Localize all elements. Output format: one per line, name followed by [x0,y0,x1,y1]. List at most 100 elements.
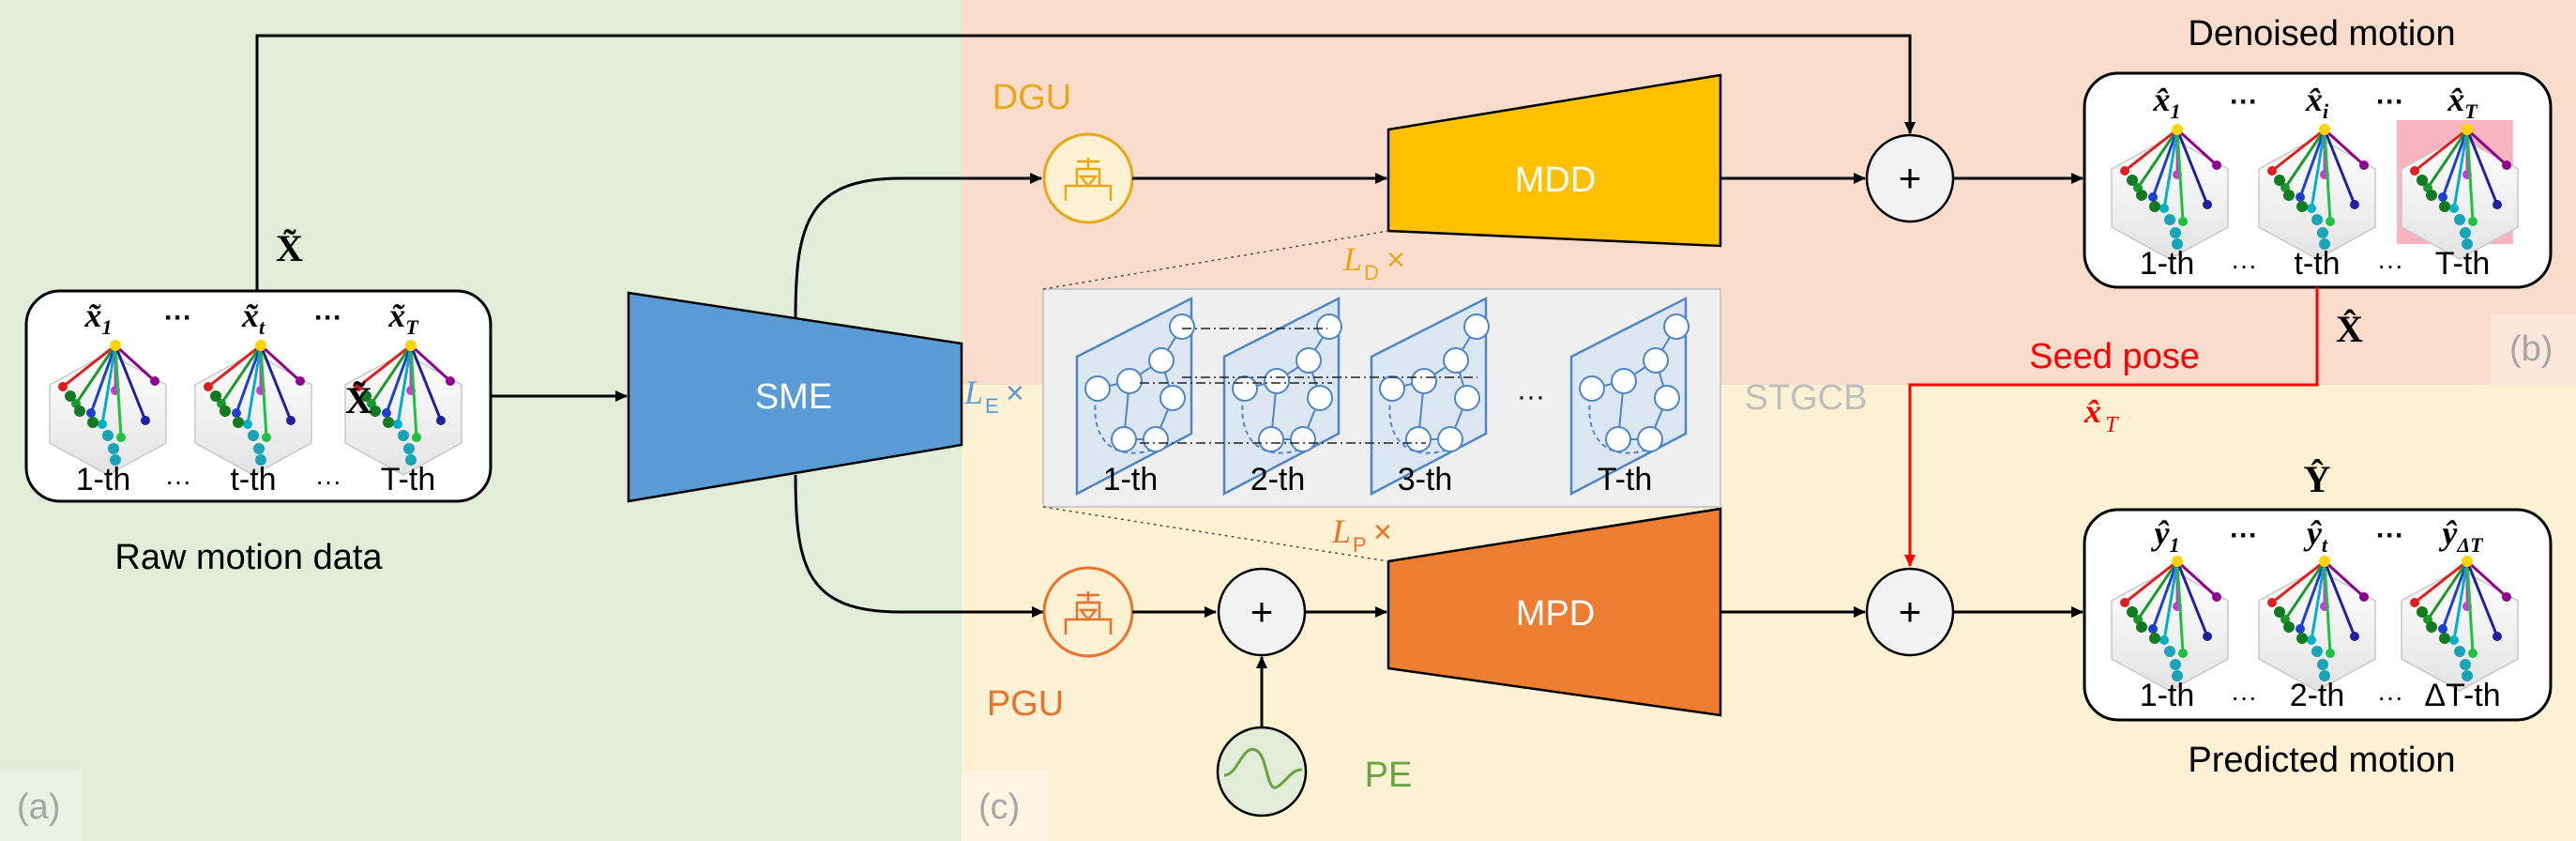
stgcb-node [1169,313,1195,340]
skeleton-bone [2175,129,2209,206]
skeleton-bone [2441,129,2469,198]
skeleton-bone [2151,129,2179,198]
skeleton-bone [2283,560,2326,620]
denoised-frame-label-0: 1-th [2140,246,2195,282]
raw-skeleton-2 [194,340,312,476]
skeleton-bone [74,344,117,405]
skeleton-joint [2410,598,2419,607]
skeleton-joint [2311,646,2323,657]
skeleton-joint [2462,238,2473,250]
stgcb-node [1463,313,1490,340]
sme-label: SME [755,377,832,417]
svg-text:P: P [1353,533,1367,557]
skeleton-joint [2307,635,2316,645]
stgcb-node [1148,347,1174,374]
skeleton-joint [2164,214,2175,225]
skeleton-bone [2162,129,2179,209]
sme-to-dgu-curve [794,173,1042,320]
skeleton-joint [2212,592,2221,602]
skeleton-joint [141,416,150,425]
skeleton-bone [2452,560,2469,641]
skeleton-root-joint [405,340,417,351]
skeleton-bone [259,344,293,421]
x-hat-label: X̂ [2336,308,2363,350]
skeleton-joint [2159,635,2169,645]
skeleton-joint [2178,217,2188,226]
stgcb-node [1411,368,1437,394]
stgcb-dashed-edge [1388,388,1451,454]
skeleton-joint [2438,192,2447,202]
skeleton-bone [2310,560,2326,641]
skeleton-joint [86,408,96,418]
svg-text:D: D [1364,261,1379,284]
skeleton-root-joint [2319,556,2330,567]
skeleton-joint [2317,227,2328,238]
pe-plus-symbol: + [1250,589,1274,634]
skeleton-bone [114,344,147,421]
skeleton-joint [436,416,446,425]
skeleton-joint [243,420,252,429]
skeleton-joint [2120,166,2129,176]
skeleton-root-joint [2172,124,2183,135]
skeleton-joint [2170,659,2181,670]
skeleton-joint [2283,621,2295,633]
predicted-skeleton-1 [2111,556,2229,692]
skeleton-bone [2426,129,2469,189]
ld-multiplier: L D × [1342,240,1405,284]
denoised-frame-subscript-4: T [2464,99,2478,123]
skeleton-joint [108,443,119,454]
lp-multiplier: L P × [1331,512,1392,557]
region-b-tag: (b) [2509,329,2553,369]
skeleton-joint [2493,200,2502,209]
skeleton-joint [150,376,159,386]
raw-frame-label-1: ··· [165,466,191,496]
skeleton-bone [396,344,413,425]
skeleton-root-joint [110,340,121,351]
skeleton-joint [354,382,363,391]
skeleton-joint [2359,161,2369,170]
skeleton-joint [2178,649,2188,658]
skeleton-joint [2319,238,2330,250]
skeleton-joint [405,454,417,466]
predicted-frame-label-4: ΔT-th [2424,678,2500,713]
skeleton-bone [2414,128,2468,173]
stgcb-node [1316,313,1342,340]
skeleton-joint [2326,217,2335,226]
skeleton-bone [2136,560,2179,620]
skeleton-joint [2148,192,2158,202]
denoised-frame-subscript-2: i [2323,99,2329,123]
pgu-gate-icon [1064,591,1113,635]
skeleton-joint [2283,190,2295,201]
skeleton-joint [2148,624,2158,634]
skeleton-joint [2417,606,2428,618]
denoised-frame-label-3: ··· [2377,251,2403,280]
skeleton-bone [2162,560,2179,641]
skeleton-bone [409,344,418,438]
predicted-frame-subscript-2: t [2322,533,2328,557]
predicted-frame-label-3: ··· [2377,682,2403,711]
sme-to-pgu-curve [794,474,1044,618]
stgcb-guide-top [1042,230,1389,290]
stgcb-graph-0 [1075,296,1195,497]
skeleton-bone [2323,559,2366,599]
skeleton-bone [100,344,117,425]
dgu-label: DGU [993,78,1071,117]
skeleton-joint [2502,592,2511,602]
skeleton-joint [204,382,213,391]
skeleton-joint [2267,598,2277,607]
skeleton-joint [2359,592,2369,602]
denoised-frame-subscript-0: 1 [2171,99,2181,123]
region-a-tag: (a) [17,787,60,827]
stgcb-node [1379,375,1405,402]
stgcb-node [1405,426,1432,452]
stgcb-ellipsis: ··· [1517,381,1545,412]
stgcb-dashed-edge [1094,388,1157,454]
raw-motion-caption: Raw motion data [114,538,383,577]
skeleton-joint [2439,633,2450,644]
skeleton-bone [2175,560,2209,637]
denoised-frame-label-1: ··· [2231,251,2257,280]
skeleton-joint [116,433,126,442]
skeleton-joint [2149,633,2160,644]
pe-label: PE [1365,756,1413,795]
